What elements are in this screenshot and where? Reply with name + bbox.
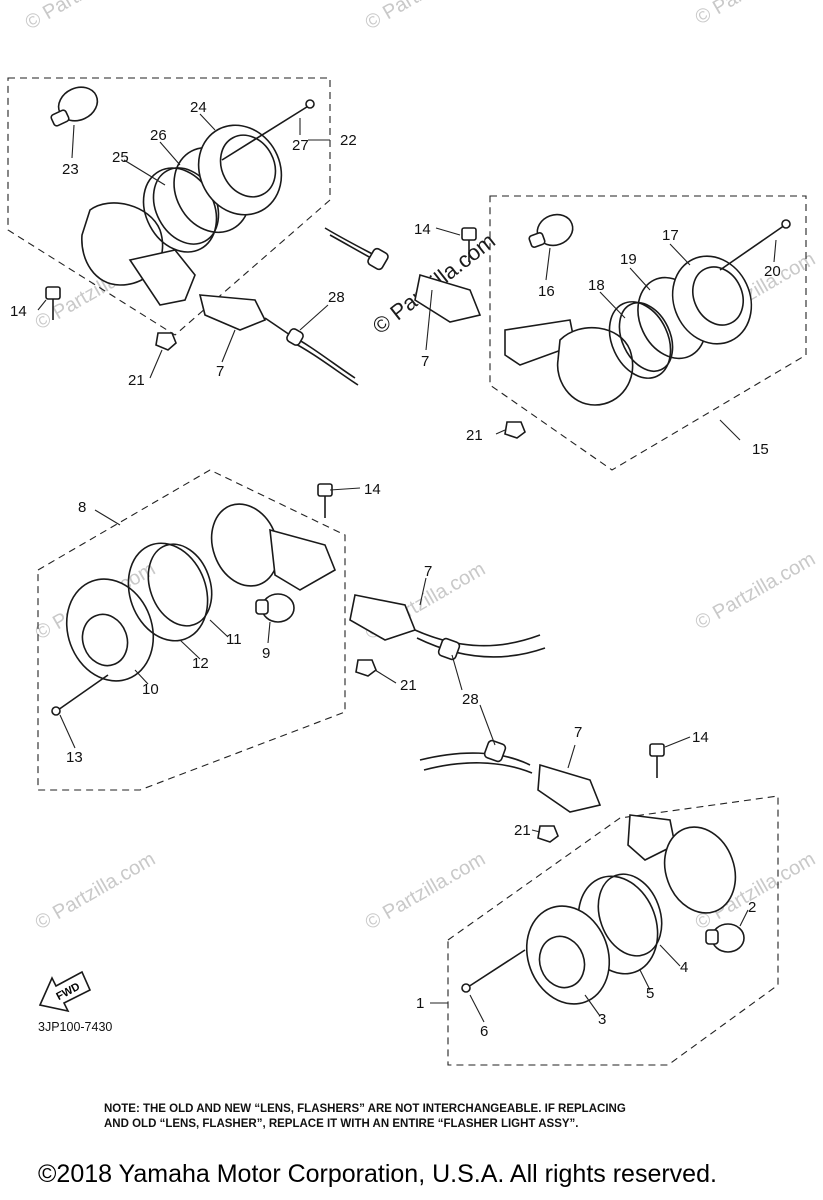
callout-21: 21: [400, 677, 417, 694]
watermark: © Partzilla.com: [22, 0, 150, 34]
bulb-icon: [705, 923, 745, 953]
callout-14: 14: [692, 729, 709, 746]
screw: [221, 104, 311, 161]
screw: [57, 674, 109, 711]
callout-13: 13: [66, 749, 83, 766]
wire-harness: [414, 629, 546, 661]
callout-14: 14: [10, 303, 27, 320]
callout-7: 7: [424, 563, 432, 580]
nut: [155, 332, 177, 351]
flasher-assembly-middle-left: [51, 483, 546, 716]
flasher-assembly-upper-right: [324, 213, 791, 439]
callout-7: 7: [216, 363, 224, 380]
mounting-bracket: [128, 249, 196, 306]
bulb-icon: [50, 86, 99, 127]
callout-2: 2: [748, 899, 756, 916]
nut: [537, 825, 559, 843]
wire-harness: [286, 328, 359, 386]
assembly-boundary-22: [7, 77, 331, 336]
socket: [349, 594, 417, 641]
lens-cover: [197, 124, 283, 216]
mounting-stem: [504, 319, 576, 366]
lens-cover: [671, 255, 753, 345]
assembly-boundary-8: [37, 469, 346, 791]
callout-22: 22: [340, 132, 357, 149]
callout-16: 16: [538, 283, 555, 300]
gasket-ring: [608, 301, 672, 379]
watermark-layer: © Partzilla.com © Partzilla.com © Partzi…: [22, 0, 820, 934]
assembly-boundary-1: [447, 795, 779, 1066]
callout-3: 3: [598, 1011, 606, 1028]
callout-7: 7: [574, 724, 582, 741]
callout-24: 24: [190, 99, 207, 116]
forward-arrow-icon: FWD: [38, 970, 92, 1013]
callout-1: 1: [416, 995, 424, 1012]
callout-25: 25: [112, 149, 129, 166]
socket: [198, 294, 267, 331]
lens-cover: [525, 905, 611, 1005]
flasher-assembly-bottom-right: [419, 739, 745, 1005]
assembly-boundary-15: [489, 195, 807, 471]
callout-9: 9: [262, 645, 270, 662]
callout-labels: 23 25 26 24 27 22 14 21 7 28 14 7 16 18 …: [10, 99, 781, 1040]
interchangeability-note: NOTE: THE OLD AND NEW “LENS, FLASHERS” A…: [104, 1102, 784, 1132]
callout-10: 10: [142, 681, 159, 698]
watermark: © Partzilla.com: [692, 0, 820, 29]
bolt: [317, 483, 333, 518]
bolt: [649, 743, 665, 778]
callout-14: 14: [414, 221, 431, 238]
gasket-ring: [618, 302, 674, 372]
rim-ring: [127, 542, 209, 642]
flasher-assembly-upper-left: [45, 86, 359, 386]
socket: [414, 273, 482, 323]
screw: [719, 224, 786, 271]
bolt: [45, 286, 61, 320]
callout-4: 4: [680, 959, 688, 976]
callout-15: 15: [752, 441, 769, 458]
wire-harness: [419, 739, 533, 774]
callout-28: 28: [328, 289, 345, 306]
nut: [504, 421, 526, 439]
callout-14: 14: [364, 481, 381, 498]
catalog-code: 3JP100-7430: [38, 1020, 113, 1034]
callout-21: 21: [514, 822, 531, 839]
callout-8: 8: [78, 499, 86, 516]
callout-23: 23: [62, 161, 79, 178]
screw: [467, 949, 526, 988]
copyright-notice: ©2018 Yamaha Motor Corporation, U.S.A. A…: [38, 1160, 717, 1188]
note-line: NOTE: THE OLD AND NEW “LENS, FLASHERS” A…: [104, 1103, 626, 1115]
bulb-icon: [255, 593, 295, 623]
callout-21: 21: [466, 427, 483, 444]
watermark: © Partzilla.com: [362, 0, 490, 34]
housing-shell: [663, 826, 737, 914]
callout-12: 12: [192, 655, 209, 672]
callout-21: 21: [128, 372, 145, 389]
callout-17: 17: [662, 227, 679, 244]
watermark: © Partzilla.com: [32, 848, 160, 934]
callout-19: 19: [620, 251, 637, 268]
bulb-icon: [528, 213, 574, 248]
mounting-stem: [627, 814, 676, 861]
callout-28: 28: [462, 691, 479, 708]
callout-27: 27: [292, 137, 309, 154]
leader-lines: [37, 113, 777, 1023]
note-line: AND OLD “LENS, FLASHER”, REPLACE IT WITH…: [104, 1118, 579, 1130]
callout-11: 11: [226, 631, 242, 648]
callout-26: 26: [150, 127, 167, 144]
socket: [537, 763, 602, 813]
gasket-ring: [597, 873, 663, 957]
watermark: © Partzilla.com: [692, 548, 820, 634]
watermark: © Partzilla.com: [362, 848, 490, 934]
bolt: [461, 227, 477, 262]
callout-18: 18: [588, 277, 605, 294]
callout-20: 20: [764, 263, 781, 280]
housing-shell: [556, 326, 634, 406]
gasket-ring: [147, 543, 213, 627]
nut: [355, 659, 377, 677]
callout-5: 5: [646, 985, 654, 1002]
callout-6: 6: [480, 1023, 488, 1040]
mounting-stem: [269, 528, 337, 591]
callout-7: 7: [421, 353, 429, 370]
